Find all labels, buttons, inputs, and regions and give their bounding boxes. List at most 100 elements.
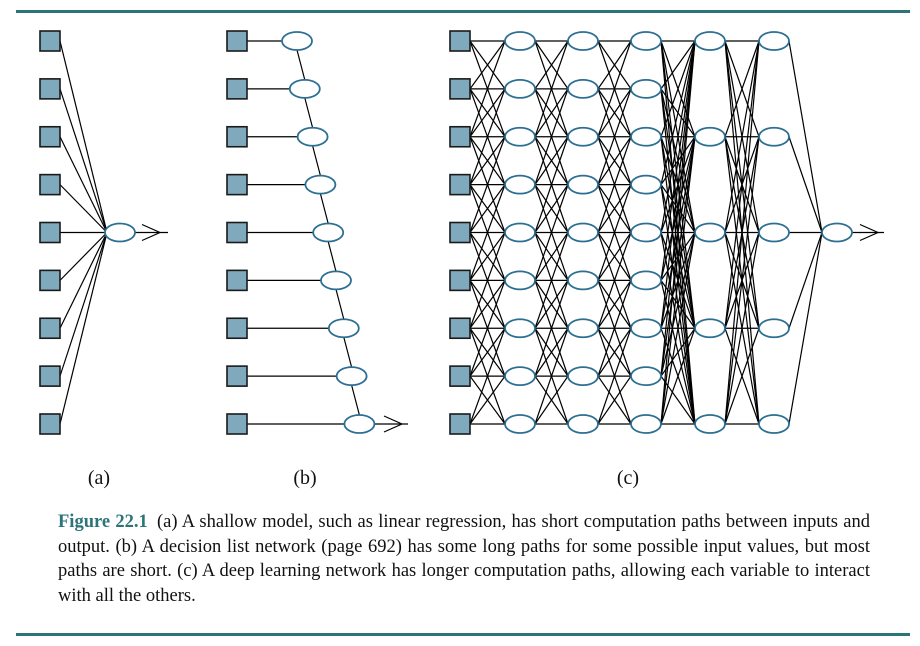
chain-edge-b [312,145,321,176]
input-node-c [449,173,471,196]
edge-c [534,184,569,233]
hidden-node-c [758,222,790,243]
hidden-node-c [504,78,536,99]
output-arrow-b [383,415,404,433]
edge-c [597,136,632,185]
edge-c [469,280,506,329]
edge-c [469,184,506,233]
output-node-c [821,222,853,243]
input-node-b [226,269,248,292]
chain-edge-b [304,97,314,128]
decision-node-b [281,31,313,51]
edge-a [59,232,108,281]
edge-c [597,232,632,329]
input-node-c [449,30,471,52]
edge-c [534,232,569,329]
decision-node-b [312,222,345,243]
edge-c [534,88,569,185]
hidden-node-c [758,318,790,339]
decision-node-b [320,270,352,291]
hidden-node-c [630,222,662,243]
edge-c [660,40,696,329]
input-node-c [449,78,471,100]
chain-edge-b [296,49,306,81]
edge-c [597,280,632,329]
decision-node-b [327,318,360,339]
hidden-node-c [567,270,599,291]
hidden-node-c [567,126,599,147]
hidden-node-c [630,414,662,434]
edge-c [788,136,823,233]
hidden-node-c [504,174,536,195]
edge-a [59,232,108,329]
panel-label-c: (c) [616,467,640,489]
output-arrow-a [141,223,162,242]
edge-c [469,40,506,90]
hidden-node-c [504,222,536,243]
panel-label-b: (b) [293,467,317,489]
decision-node-b [343,414,376,434]
hidden-node-c [504,414,536,434]
bottom-rule [16,633,910,636]
input-node-a [39,413,61,435]
edge-c [597,328,632,425]
edge-c [469,40,506,137]
figure-caption-text: (a) A shallow model, such as linear regr… [58,512,870,606]
edge-c [597,232,632,281]
input-node-a [39,317,61,340]
edge-c [469,232,506,281]
hidden-node-c [567,78,599,99]
edge-c [660,328,696,425]
hidden-node-c [630,318,662,339]
hidden-node-c [567,414,599,434]
chain-edge-b [327,241,337,272]
input-node-b [226,365,248,387]
edge-c [597,88,632,185]
edge-a [59,136,108,233]
hidden-node-c [758,414,790,434]
edge-c [660,232,696,425]
edge-c [469,136,506,185]
hidden-node-c [504,31,536,51]
network-diagram [39,30,884,435]
edge-a [59,232,108,377]
edge-c [724,40,760,233]
input-node-b [226,221,248,244]
edge-c [597,136,632,233]
edge-c [534,40,569,90]
input-node-c [449,413,471,435]
edge-c [724,40,760,329]
hidden-node-c [630,270,662,291]
nodes-layer [39,30,853,435]
edge-c [660,136,696,425]
hidden-node-c [630,78,662,99]
edge-c [534,40,569,137]
edge-c [660,40,696,233]
edge-a [59,88,108,233]
edge-c [724,40,760,425]
decision-node-b [304,174,337,195]
input-node-c [449,317,471,340]
edge-c [469,280,506,377]
decision-node-b [335,366,368,387]
edge-c [534,328,569,425]
edge-c [469,184,506,281]
panel-label-a: (a) [87,467,111,489]
edge-c [534,327,569,377]
decision-node-b [288,78,321,99]
hidden-node-c [567,222,599,243]
edge-a [59,184,108,233]
edge-c [597,280,632,377]
edge-c [660,375,696,425]
input-node-c [449,269,471,292]
edge-c [597,40,632,90]
chain-edge-b [335,289,345,320]
edge-c [660,232,696,377]
edge-c [788,40,823,233]
top-rule [16,10,910,13]
input-node-b [226,78,248,100]
input-node-b [226,317,248,340]
edge-c [469,375,506,425]
hidden-node-c [630,31,662,51]
edge-c [724,40,760,137]
